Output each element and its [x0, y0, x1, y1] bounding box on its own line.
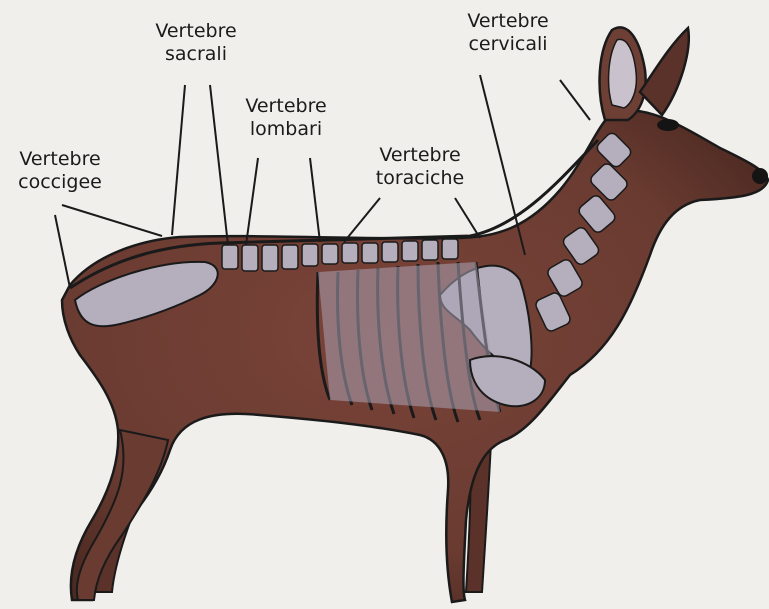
label-toraciche-line2: toraciche [366, 167, 474, 190]
label-coccigee-line2: coccigee [6, 171, 114, 194]
label-coccigee-line1: Vertebre [6, 148, 114, 171]
label-sacrali-line1: Vertebre [146, 20, 246, 43]
nose [752, 168, 768, 184]
leader-sacrali-b [210, 85, 228, 245]
leader-lombari-b [310, 158, 320, 242]
leader-coccigee-a [62, 205, 162, 236]
label-vertebre-cervicali: Vertebre cervicali [452, 10, 564, 56]
label-vertebre-toraciche: Vertebre toraciche [366, 144, 474, 190]
label-vertebre-lombari: Vertebre lombari [236, 95, 336, 141]
label-vertebre-coccigee: Vertebre coccigee [6, 148, 114, 194]
eye [657, 119, 679, 131]
ribcage-fill [318, 262, 500, 412]
label-sacrali-line2: sacrali [146, 43, 246, 66]
label-lombari-line2: lombari [236, 118, 336, 141]
leader-coccigee-b [55, 215, 70, 288]
leader-sacrali-a [172, 85, 185, 235]
leader-lombari-a [246, 158, 258, 245]
label-lombari-line1: Vertebre [236, 95, 336, 118]
label-vertebre-sacrali: Vertebre sacrali [146, 20, 246, 66]
label-toraciche-line1: Vertebre [366, 144, 474, 167]
leader-toraciche-b [455, 198, 480, 238]
leader-toraciche-a [344, 198, 380, 242]
label-cervicali-line1: Vertebre [452, 10, 564, 33]
leader-cervicali [560, 80, 590, 120]
leader-cervicali-2 [480, 75, 525, 255]
label-cervicali-line2: cervicali [452, 33, 564, 56]
ear-right [640, 28, 689, 115]
